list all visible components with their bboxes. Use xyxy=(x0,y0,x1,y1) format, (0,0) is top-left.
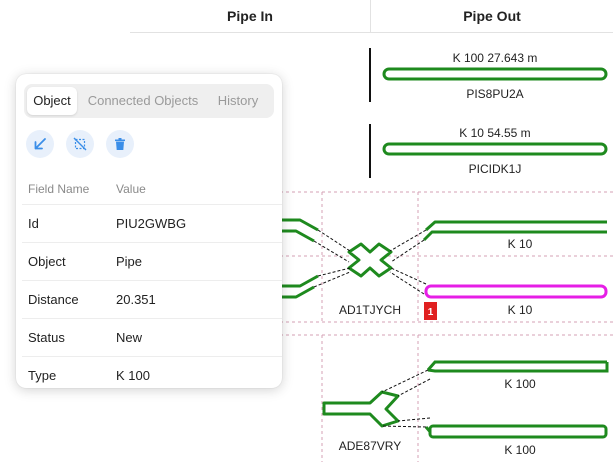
panel-tabs: Object Connected Objects History xyxy=(24,84,274,118)
delete-button[interactable] xyxy=(106,130,134,158)
pipe-type-label: K 10 xyxy=(508,237,533,251)
pipe-length-label: K 100 27.643 m xyxy=(453,51,538,65)
pipe-shape[interactable] xyxy=(382,142,608,156)
selected-pipe[interactable] xyxy=(424,284,608,299)
field-name: Distance xyxy=(28,292,79,307)
header-divider xyxy=(370,0,371,32)
pipe-length-label: K 10 54.55 m xyxy=(459,126,530,140)
grid-lines xyxy=(280,191,613,462)
tab-history[interactable]: History xyxy=(217,93,259,108)
pipe-type-label: K 100 xyxy=(504,443,536,457)
table-row: Id PIU2GWBG xyxy=(22,205,282,243)
pipe-type-label: K 100 xyxy=(504,377,536,391)
pipe-type-label: K 10 xyxy=(508,303,533,317)
field-value: PIU2GWBG xyxy=(116,216,187,231)
pipe-shape[interactable] xyxy=(382,67,608,81)
hide-icon xyxy=(73,137,87,151)
tab-connected-objects[interactable]: Connected Objects xyxy=(87,93,199,108)
pipe-out-row-2[interactable]: K 10 54.55 m PICIDK1J xyxy=(369,124,608,178)
pipe-out-row-1[interactable]: K 100 27.643 m PIS8PU2A xyxy=(369,48,608,102)
properties-table: Field Name Value Id PIU2GWBG Object Pipe… xyxy=(22,174,282,388)
object-details-panel: Object Connected Objects History Field N… xyxy=(16,74,282,388)
tab-object[interactable]: Object xyxy=(27,87,77,115)
field-name: Id xyxy=(28,216,39,231)
junction-id-label: ADE87VRY xyxy=(339,439,401,453)
pipe-out-header: Pipe Out xyxy=(463,8,521,24)
junction-crossover[interactable]: AD1TJYCH K 10 K 10 1 xyxy=(282,218,608,320)
zoom-to-button[interactable] xyxy=(26,130,54,158)
field-name: Type xyxy=(28,368,57,383)
pipe-id-label: PICIDK1J xyxy=(469,162,522,176)
table-row: Object Pipe xyxy=(22,243,282,281)
field-value: Pipe xyxy=(116,254,143,269)
table-row: Distance 20.351 xyxy=(22,281,282,319)
junction-split[interactable]: K 100 K 100 ADE87VRY xyxy=(322,360,609,457)
table-row: Type K 100 xyxy=(22,357,282,388)
pipe-id-label: PIS8PU2A xyxy=(466,87,523,101)
field-value: New xyxy=(116,330,143,345)
table-row: Status New xyxy=(22,319,282,357)
pipe-in-header: Pipe In xyxy=(227,8,273,24)
junction-id-label: AD1TJYCH xyxy=(339,303,401,317)
field-value: K 100 xyxy=(116,368,150,383)
hide-button[interactable] xyxy=(66,130,94,158)
value-header: Value xyxy=(116,182,146,196)
issue-badge[interactable]: 1 xyxy=(424,302,437,320)
zoom-to-icon xyxy=(34,138,46,150)
field-name: Status xyxy=(28,330,65,345)
issue-badge-count: 1 xyxy=(428,307,434,318)
field-value: 20.351 xyxy=(116,292,156,307)
table-header-row: Field Name Value xyxy=(22,174,282,205)
field-name: Object xyxy=(28,254,66,269)
delete-icon xyxy=(115,138,125,150)
field-name-header: Field Name xyxy=(28,182,90,196)
column-header: Pipe In Pipe Out xyxy=(130,0,613,33)
